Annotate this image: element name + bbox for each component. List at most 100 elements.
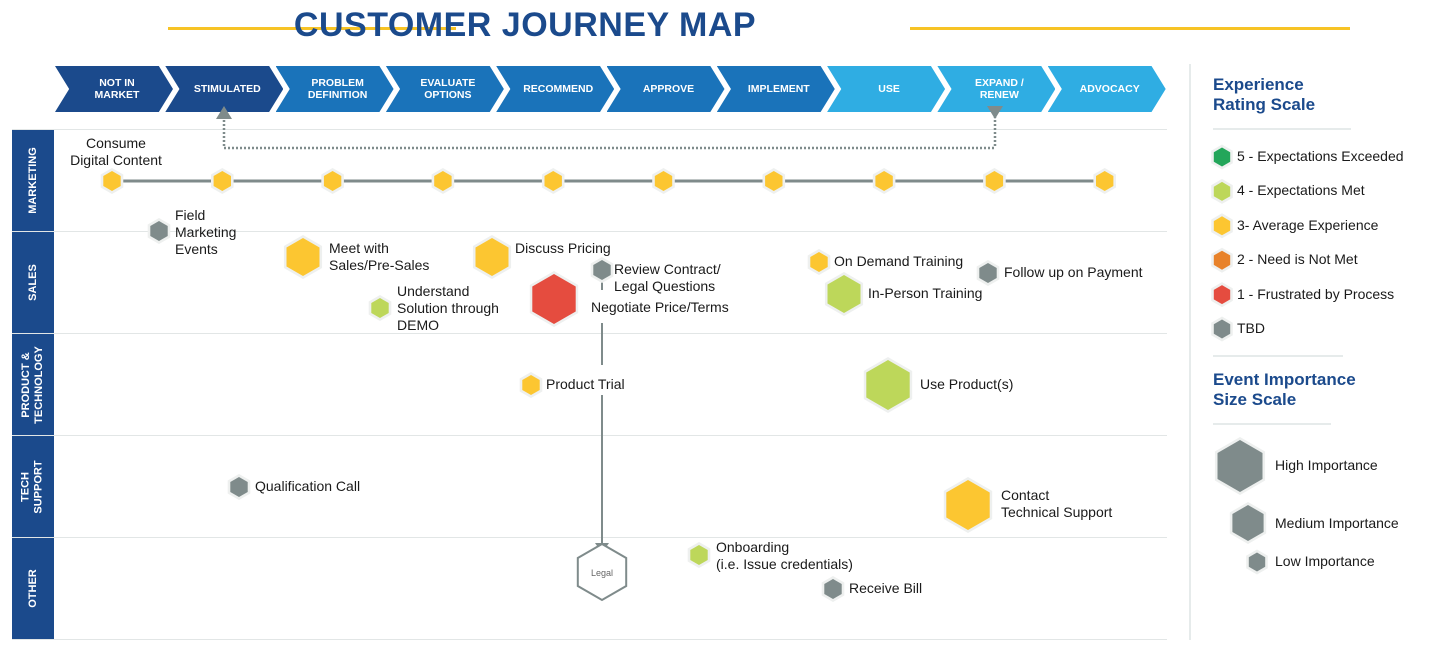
legend-rule <box>1213 423 1331 425</box>
legend-divider <box>1189 64 1191 640</box>
legend-rating-item: 2 - Need is Not Met <box>1237 251 1358 268</box>
event-receive-bill[interactable] <box>824 579 842 599</box>
lane-other: OTHER <box>12 538 54 639</box>
event-meet-with-sales[interactable] <box>286 238 320 276</box>
event-label-use-products: Use Product(s) <box>920 376 1014 392</box>
size-scale-title: Event Importance Size Scale <box>1213 370 1356 409</box>
event-consume-digital-content-node[interactable] <box>103 171 121 191</box>
arrow-down-icon <box>987 106 1003 119</box>
event-consume-digital-content-node[interactable] <box>985 171 1004 191</box>
legend-rule <box>1213 355 1343 357</box>
legend-size-medium: Medium Importance <box>1275 515 1399 531</box>
stage-label: EXPAND / RENEW <box>974 77 1024 101</box>
event-contact-tech-support[interactable] <box>946 480 990 530</box>
event-consume-digital-content-node[interactable] <box>213 171 231 191</box>
event-consume-digital-content-node[interactable] <box>765 171 783 191</box>
stage-approve[interactable]: APPROVE <box>606 66 725 112</box>
event-negotiate-price[interactable] <box>532 274 576 324</box>
stage-evaluate-options[interactable]: EVALUATE OPTIONS <box>385 66 504 112</box>
stage-stimulated[interactable]: STIMULATED <box>165 66 284 112</box>
event-discuss-pricing[interactable] <box>475 238 509 276</box>
title-rule-left <box>168 27 456 30</box>
stage-not-in-market[interactable]: NOT IN MARKET <box>55 66 173 112</box>
event-label-receive-bill: Receive Bill <box>849 580 923 596</box>
stage-label: IMPLEMENT <box>747 83 810 95</box>
event-consume-digital-content-node[interactable] <box>654 171 673 191</box>
event-label-contact-tech-support: Contact Technical Support <box>1001 487 1113 520</box>
event-qualification-call[interactable] <box>230 477 248 497</box>
event-on-demand-training[interactable] <box>810 252 828 272</box>
event-product-trial[interactable] <box>522 375 540 395</box>
stage-recommend[interactable]: RECOMMEND <box>496 66 615 112</box>
event-label-qualification-call: Qualification Call <box>255 478 361 494</box>
page-title: CUSTOMER JOURNEY MAP <box>293 6 757 44</box>
legend-rating-swatch-4[interactable] <box>1213 285 1231 305</box>
legend-rating-swatch-3[interactable] <box>1213 250 1231 270</box>
stage-label: APPROVE <box>642 83 695 95</box>
event-label-legal: Legal <box>590 568 614 578</box>
event-field-marketing-events[interactable] <box>150 221 168 241</box>
event-label-field-marketing-events: Field Marketing Events <box>175 207 237 257</box>
event-label-product-trial: Product Trial <box>546 376 627 393</box>
event-understand-solution-demo[interactable] <box>371 298 389 318</box>
legend-size-high-swatch[interactable] <box>1217 440 1263 492</box>
event-label-in-person-training: In-Person Training <box>868 285 983 301</box>
stage-label: STIMULATED <box>193 83 261 95</box>
arrow-up-icon <box>216 106 232 119</box>
stage-advocacy[interactable]: ADVOCACY <box>1047 66 1166 112</box>
lane-divider <box>12 537 1167 538</box>
legend-size-high: High Importance <box>1275 457 1378 473</box>
stage-label: NOT IN MARKET <box>94 77 140 101</box>
event-onboarding[interactable] <box>690 545 708 565</box>
event-consume-digital-content-node[interactable] <box>544 171 562 191</box>
legend-rating-swatch-2[interactable] <box>1213 216 1231 236</box>
stage-problem-definition[interactable]: PROBLEM DEFINITION <box>275 66 394 112</box>
lane-divider <box>12 231 1167 232</box>
event-label-negotiate-price: Negotiate Price/Terms <box>591 299 729 315</box>
stage-label: ADVOCACY <box>1079 83 1140 95</box>
stage-label: USE <box>878 83 900 95</box>
event-label-onboarding: Onboarding (i.e. Issue credentials) <box>716 539 853 572</box>
legend-rule <box>1213 128 1351 130</box>
stage-use[interactable]: USE <box>827 66 946 112</box>
lane-product-technology: PRODUCT & TECHNOLOGY <box>12 334 54 435</box>
legend-rating-swatch-1[interactable] <box>1213 181 1231 201</box>
lane-marketing: MARKETING <box>12 130 54 231</box>
legend-rating-swatch-5[interactable] <box>1213 319 1231 339</box>
event-follow-up-payment[interactable] <box>979 263 997 283</box>
stage-label: EVALUATE OPTIONS <box>420 77 476 101</box>
legend-size-low-swatch[interactable] <box>1248 552 1266 572</box>
event-in-person-training[interactable] <box>827 275 861 313</box>
lane-divider <box>12 129 1167 130</box>
lane-tech-support: TECH SUPPORT <box>12 436 54 537</box>
event-review-contract[interactable] <box>593 260 611 280</box>
legend-size-low: Low Importance <box>1275 553 1375 569</box>
legend-rating-item: 4 - Expectations Met <box>1237 182 1365 199</box>
event-consume-digital-content-node[interactable] <box>1096 171 1114 191</box>
legend-size-medium-swatch[interactable] <box>1232 505 1264 541</box>
journey-diagram <box>100 106 1116 602</box>
event-label-follow-up-payment: Follow up on Payment <box>1004 264 1143 280</box>
legend-rating-item: 5 - Expectations Exceeded <box>1237 148 1404 164</box>
stage-implement[interactable]: IMPLEMENT <box>716 66 835 112</box>
title-rule-right <box>910 27 1350 30</box>
event-label-meet-with-sales: Meet with Sales/Pre-Sales <box>329 240 430 273</box>
legend-swatches <box>1211 144 1268 575</box>
lane-sales: SALES <box>12 232 54 333</box>
event-use-products[interactable] <box>866 360 910 410</box>
legend-rating-item: 1 - Frustrated by Process <box>1237 285 1395 302</box>
event-label-on-demand-training: On Demand Training <box>834 253 964 269</box>
legend-rating-item: TBD <box>1237 320 1265 336</box>
stage-expand-renew[interactable]: EXPAND / RENEW <box>937 66 1056 112</box>
legend-rating-item: 3- Average Experience <box>1237 216 1379 233</box>
event-label-consume-digital-content: Consume Digital Content <box>70 135 162 168</box>
event-label-understand-solution: Understand Solution through DEMO <box>397 283 499 333</box>
event-consume-digital-content-node[interactable] <box>434 171 452 191</box>
event-consume-digital-content-node[interactable] <box>323 171 342 191</box>
stage-label: PROBLEM DEFINITION <box>307 77 368 101</box>
event-legal[interactable] <box>576 542 628 602</box>
stage-label: RECOMMEND <box>523 83 594 95</box>
event-consume-digital-content-node[interactable] <box>875 171 893 191</box>
legend-rating-swatch-0[interactable] <box>1213 147 1231 167</box>
event-label-review-contract: Review Contract/ Legal Questions <box>614 261 721 294</box>
